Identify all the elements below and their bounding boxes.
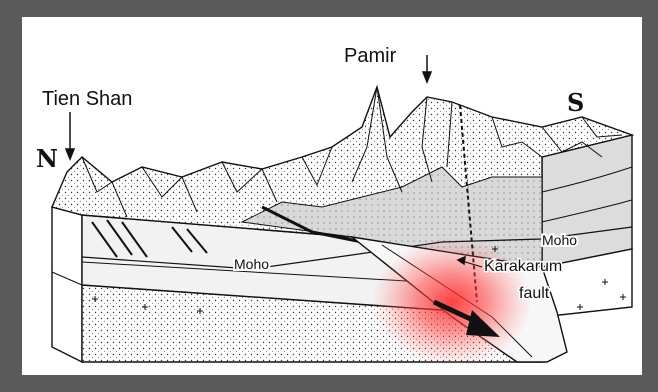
block-right-face (542, 135, 632, 317)
fault-label: fault (519, 285, 550, 302)
diagram-panel: N S Tien Shan Pamir Moho Moho Karakarum … (22, 17, 642, 375)
north-label: N (36, 144, 58, 173)
moho-label-left: Moho (234, 256, 269, 272)
pamir-label: Pamir (344, 45, 397, 67)
tien-shan-label: Tien Shan (42, 88, 132, 110)
karakarum-label: Karakarum (484, 258, 562, 275)
moho-label-right: Moho (542, 232, 577, 248)
highlight-glow (372, 237, 532, 367)
south-label: S (567, 88, 584, 117)
geologic-block-diagram: N S Tien Shan Pamir Moho Moho Karakarum … (22, 17, 642, 375)
